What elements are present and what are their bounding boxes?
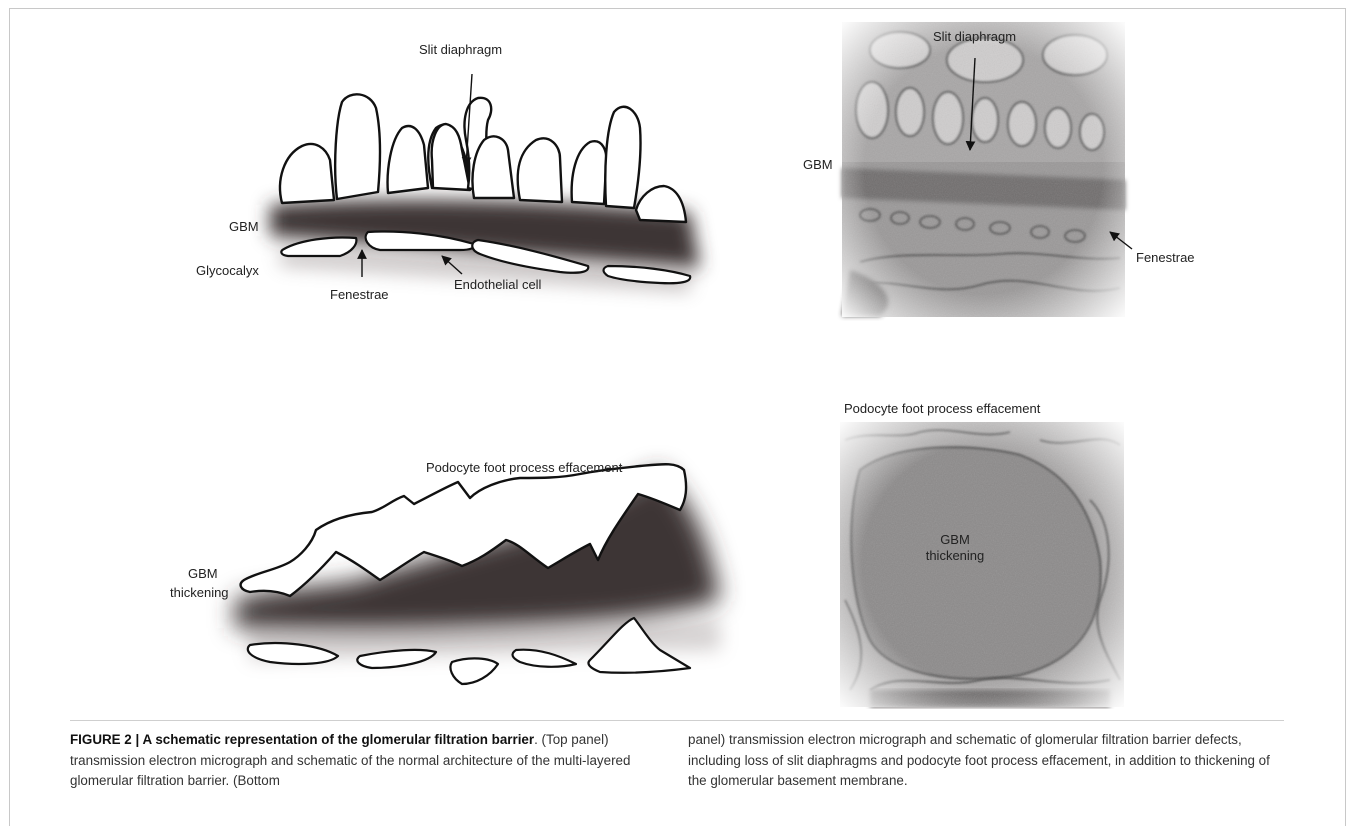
- caption-divider: [70, 720, 1284, 721]
- micro-fenestrae-label: Fenestrae: [1136, 250, 1195, 265]
- bottom-schematic: Podocyte foot process effacement GBM thi…: [170, 460, 720, 684]
- micro-thickening-label: thickening: [926, 548, 985, 563]
- figure-caption: FIGURE 2 | A schematic representation of…: [70, 730, 1284, 792]
- caption-right-text: panel) transmission electron micrograph …: [688, 732, 1270, 788]
- bottom-micrograph: Podocyte foot process effacement GBM thi…: [840, 401, 1124, 707]
- bottom-effacement-label: Podocyte foot process effacement: [426, 460, 623, 475]
- glycocalyx-label: Glycocalyx: [196, 263, 259, 278]
- top-schematic: Slit diaphragm GBM Glycocalyx Fenestrae …: [196, 42, 700, 302]
- top-gbm-label: GBM: [229, 219, 259, 234]
- top-fenestrae-label: Fenestrae: [330, 287, 389, 302]
- bottom-gbm-label: GBM: [188, 566, 218, 581]
- caption-left-column: FIGURE 2 | A schematic representation of…: [70, 730, 666, 792]
- endothelial-cell-label: Endothelial cell: [454, 277, 542, 292]
- micro-gbm-label: GBM: [803, 157, 833, 172]
- caption-title: FIGURE 2 | A schematic representation of…: [70, 732, 534, 747]
- top-slit-diaphragm-label: Slit diaphragm: [419, 42, 502, 57]
- micro-effacement-label: Podocyte foot process effacement: [844, 401, 1041, 416]
- micro-gbm-thick-label: GBM: [940, 532, 970, 547]
- micro-slit-diaphragm-label: Slit diaphragm: [933, 29, 1016, 44]
- top-micrograph: Slit diaphragm GBM Fenestrae: [803, 22, 1195, 317]
- caption-right-column: panel) transmission electron micrograph …: [688, 730, 1284, 792]
- bottom-thickening-label: thickening: [170, 585, 229, 600]
- figure-illustration: Slit diaphragm GBM Glycocalyx Fenestrae …: [0, 0, 1355, 710]
